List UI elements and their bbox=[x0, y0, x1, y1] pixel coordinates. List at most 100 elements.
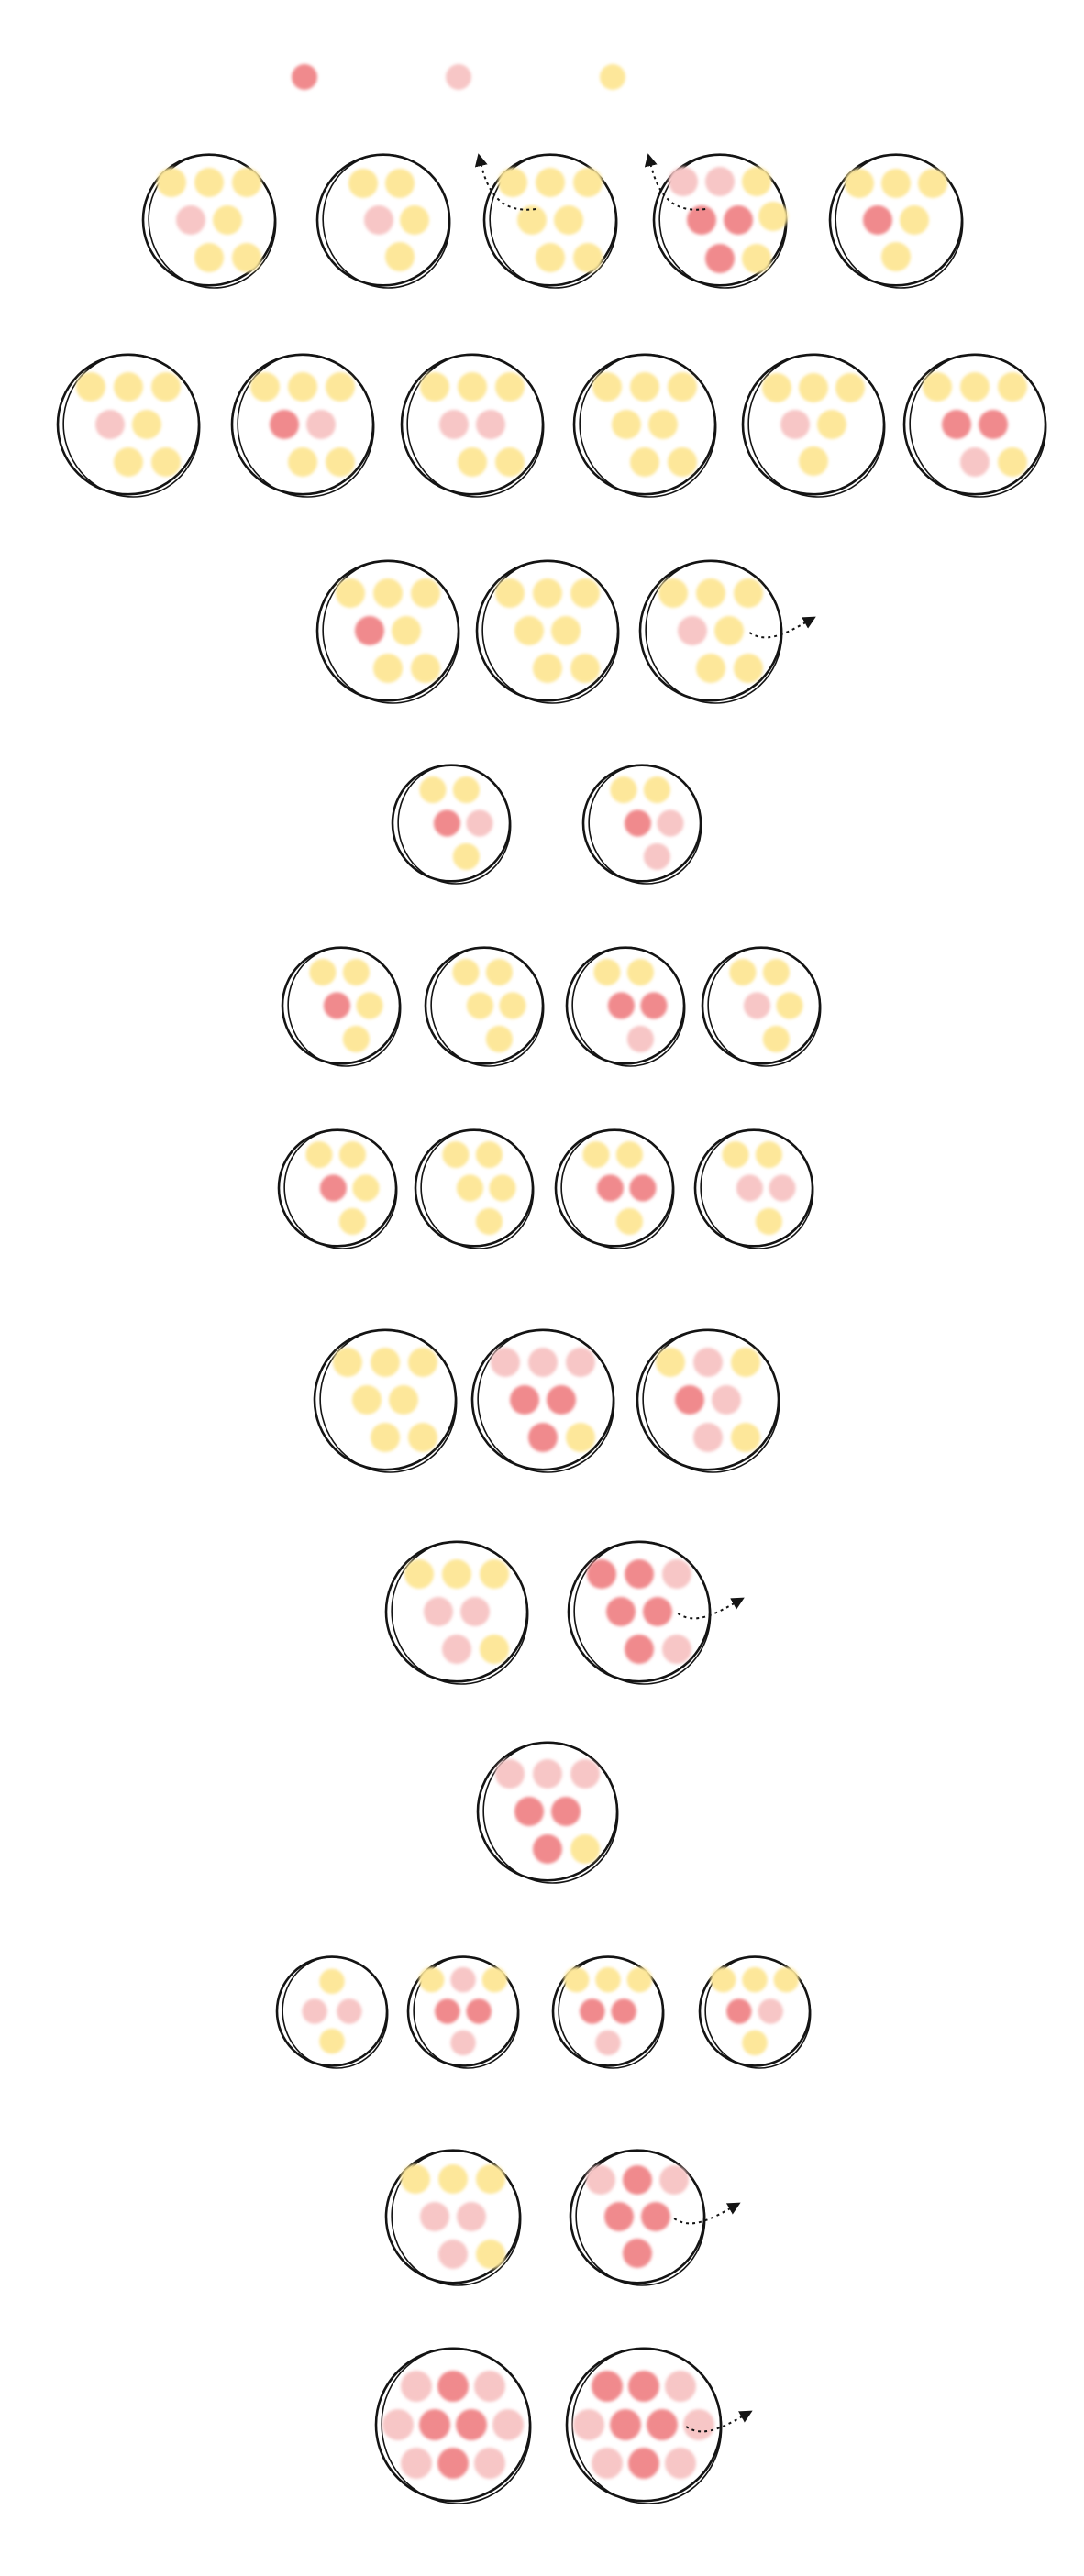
dot-P bbox=[492, 2409, 524, 2440]
dot-R bbox=[607, 992, 636, 1019]
dot-P bbox=[306, 410, 336, 439]
dot-P bbox=[669, 167, 698, 196]
dot-R bbox=[547, 1385, 576, 1415]
dot-Y bbox=[475, 1207, 503, 1236]
dot-Y bbox=[373, 578, 403, 608]
dot-R bbox=[705, 244, 735, 273]
dot-Y bbox=[570, 578, 600, 608]
dot-Y bbox=[742, 244, 771, 273]
dot-P bbox=[176, 205, 205, 235]
dot-Y bbox=[758, 202, 788, 231]
dot-Y bbox=[157, 168, 186, 197]
dot-Y bbox=[998, 447, 1027, 477]
dot-Y bbox=[762, 373, 791, 402]
dot-P bbox=[438, 2240, 468, 2269]
dot-Y bbox=[658, 578, 688, 608]
dot-Y bbox=[385, 169, 415, 198]
dot-Y bbox=[418, 1966, 445, 1993]
dot-Y bbox=[881, 242, 911, 271]
dot-Y bbox=[615, 1140, 643, 1169]
dot-P bbox=[457, 2202, 486, 2231]
dot-P bbox=[401, 2371, 432, 2402]
dot-Y bbox=[419, 776, 447, 804]
dot-P bbox=[743, 992, 771, 1019]
dot-Y bbox=[918, 169, 947, 198]
dot-Y bbox=[495, 447, 525, 477]
cell-outline-r2-c1 bbox=[56, 353, 201, 498]
dot-Y bbox=[573, 243, 603, 272]
dot-Y bbox=[533, 578, 562, 608]
dot-R bbox=[647, 2409, 678, 2440]
dot-R bbox=[628, 2371, 659, 2402]
dot-P bbox=[780, 410, 810, 439]
dot-Y bbox=[612, 410, 641, 439]
cell-outline-r10-c4 bbox=[698, 1955, 812, 2069]
cell-outline-r1-c3 bbox=[482, 153, 618, 289]
dot-Y bbox=[626, 958, 654, 986]
dot-Y bbox=[731, 1348, 760, 1377]
dot-P bbox=[758, 1998, 783, 2024]
cell-outline-r4-c1 bbox=[391, 764, 512, 885]
dot-P bbox=[364, 205, 393, 235]
dot-Y bbox=[336, 578, 365, 608]
dot-Y bbox=[438, 2164, 468, 2194]
dot-R bbox=[611, 1998, 636, 2024]
dot-P bbox=[683, 2409, 714, 2440]
dot-R bbox=[624, 809, 652, 837]
dot-P bbox=[712, 1385, 741, 1415]
dot-P bbox=[705, 167, 735, 196]
cell-outline-r5-c3 bbox=[565, 946, 686, 1067]
dot-Y bbox=[563, 1966, 590, 1993]
dot-P bbox=[657, 809, 684, 837]
dot-R bbox=[625, 1559, 654, 1589]
dot-Y bbox=[114, 372, 143, 402]
dot-Y bbox=[333, 1348, 362, 1377]
dot-Y bbox=[319, 2028, 345, 2054]
dot-Y bbox=[566, 1423, 595, 1452]
dot-R bbox=[687, 205, 716, 235]
dot-R bbox=[433, 809, 461, 837]
dot-Y bbox=[722, 1140, 749, 1169]
dot-Y bbox=[232, 243, 261, 272]
dot-P bbox=[566, 1348, 595, 1377]
dot-Y bbox=[729, 958, 757, 986]
cell-outline-r5-c2 bbox=[424, 946, 545, 1067]
legend-swatch-P bbox=[446, 64, 471, 90]
dot-Y bbox=[495, 372, 525, 402]
cell-outline-r2-c2 bbox=[230, 353, 375, 498]
dot-Y bbox=[76, 372, 105, 402]
dot-Y bbox=[799, 446, 828, 476]
cell-outline-r6-c3 bbox=[554, 1128, 675, 1249]
dot-Y bbox=[615, 1207, 643, 1236]
dot-P bbox=[424, 1597, 453, 1626]
dot-Y bbox=[338, 1140, 366, 1169]
cell-outline-r7-c3 bbox=[636, 1328, 780, 1473]
dot-Y bbox=[371, 1423, 400, 1452]
dot-P bbox=[595, 2030, 621, 2056]
dot-Y bbox=[309, 958, 337, 986]
cell-outline-r9-c1 bbox=[476, 1741, 619, 1884]
dot-P bbox=[665, 2371, 696, 2402]
dot-P bbox=[586, 2165, 615, 2195]
dot-Y bbox=[742, 1966, 768, 1993]
dot-P bbox=[643, 842, 670, 871]
dot-R bbox=[724, 205, 753, 235]
dot-R bbox=[323, 992, 351, 1019]
dot-P bbox=[450, 1966, 476, 1993]
dot-Y bbox=[392, 616, 421, 645]
cell-outline-r6-c1 bbox=[277, 1128, 398, 1249]
dot-Y bbox=[458, 372, 487, 402]
dot-Y bbox=[356, 992, 383, 1019]
cell-outline-r1-c4 bbox=[652, 153, 788, 289]
legend-swatch-Y bbox=[600, 64, 625, 90]
cell-outline-r6-c4 bbox=[693, 1128, 814, 1249]
dot-Y bbox=[755, 1207, 782, 1236]
dot-R bbox=[643, 1597, 672, 1626]
dot-Y bbox=[408, 1423, 437, 1452]
dot-Y bbox=[923, 372, 952, 402]
dot-R bbox=[510, 1385, 539, 1415]
dot-R bbox=[623, 2165, 652, 2195]
dot-Y bbox=[420, 372, 449, 402]
dot-Y bbox=[338, 1207, 366, 1236]
dot-Y bbox=[592, 372, 622, 402]
